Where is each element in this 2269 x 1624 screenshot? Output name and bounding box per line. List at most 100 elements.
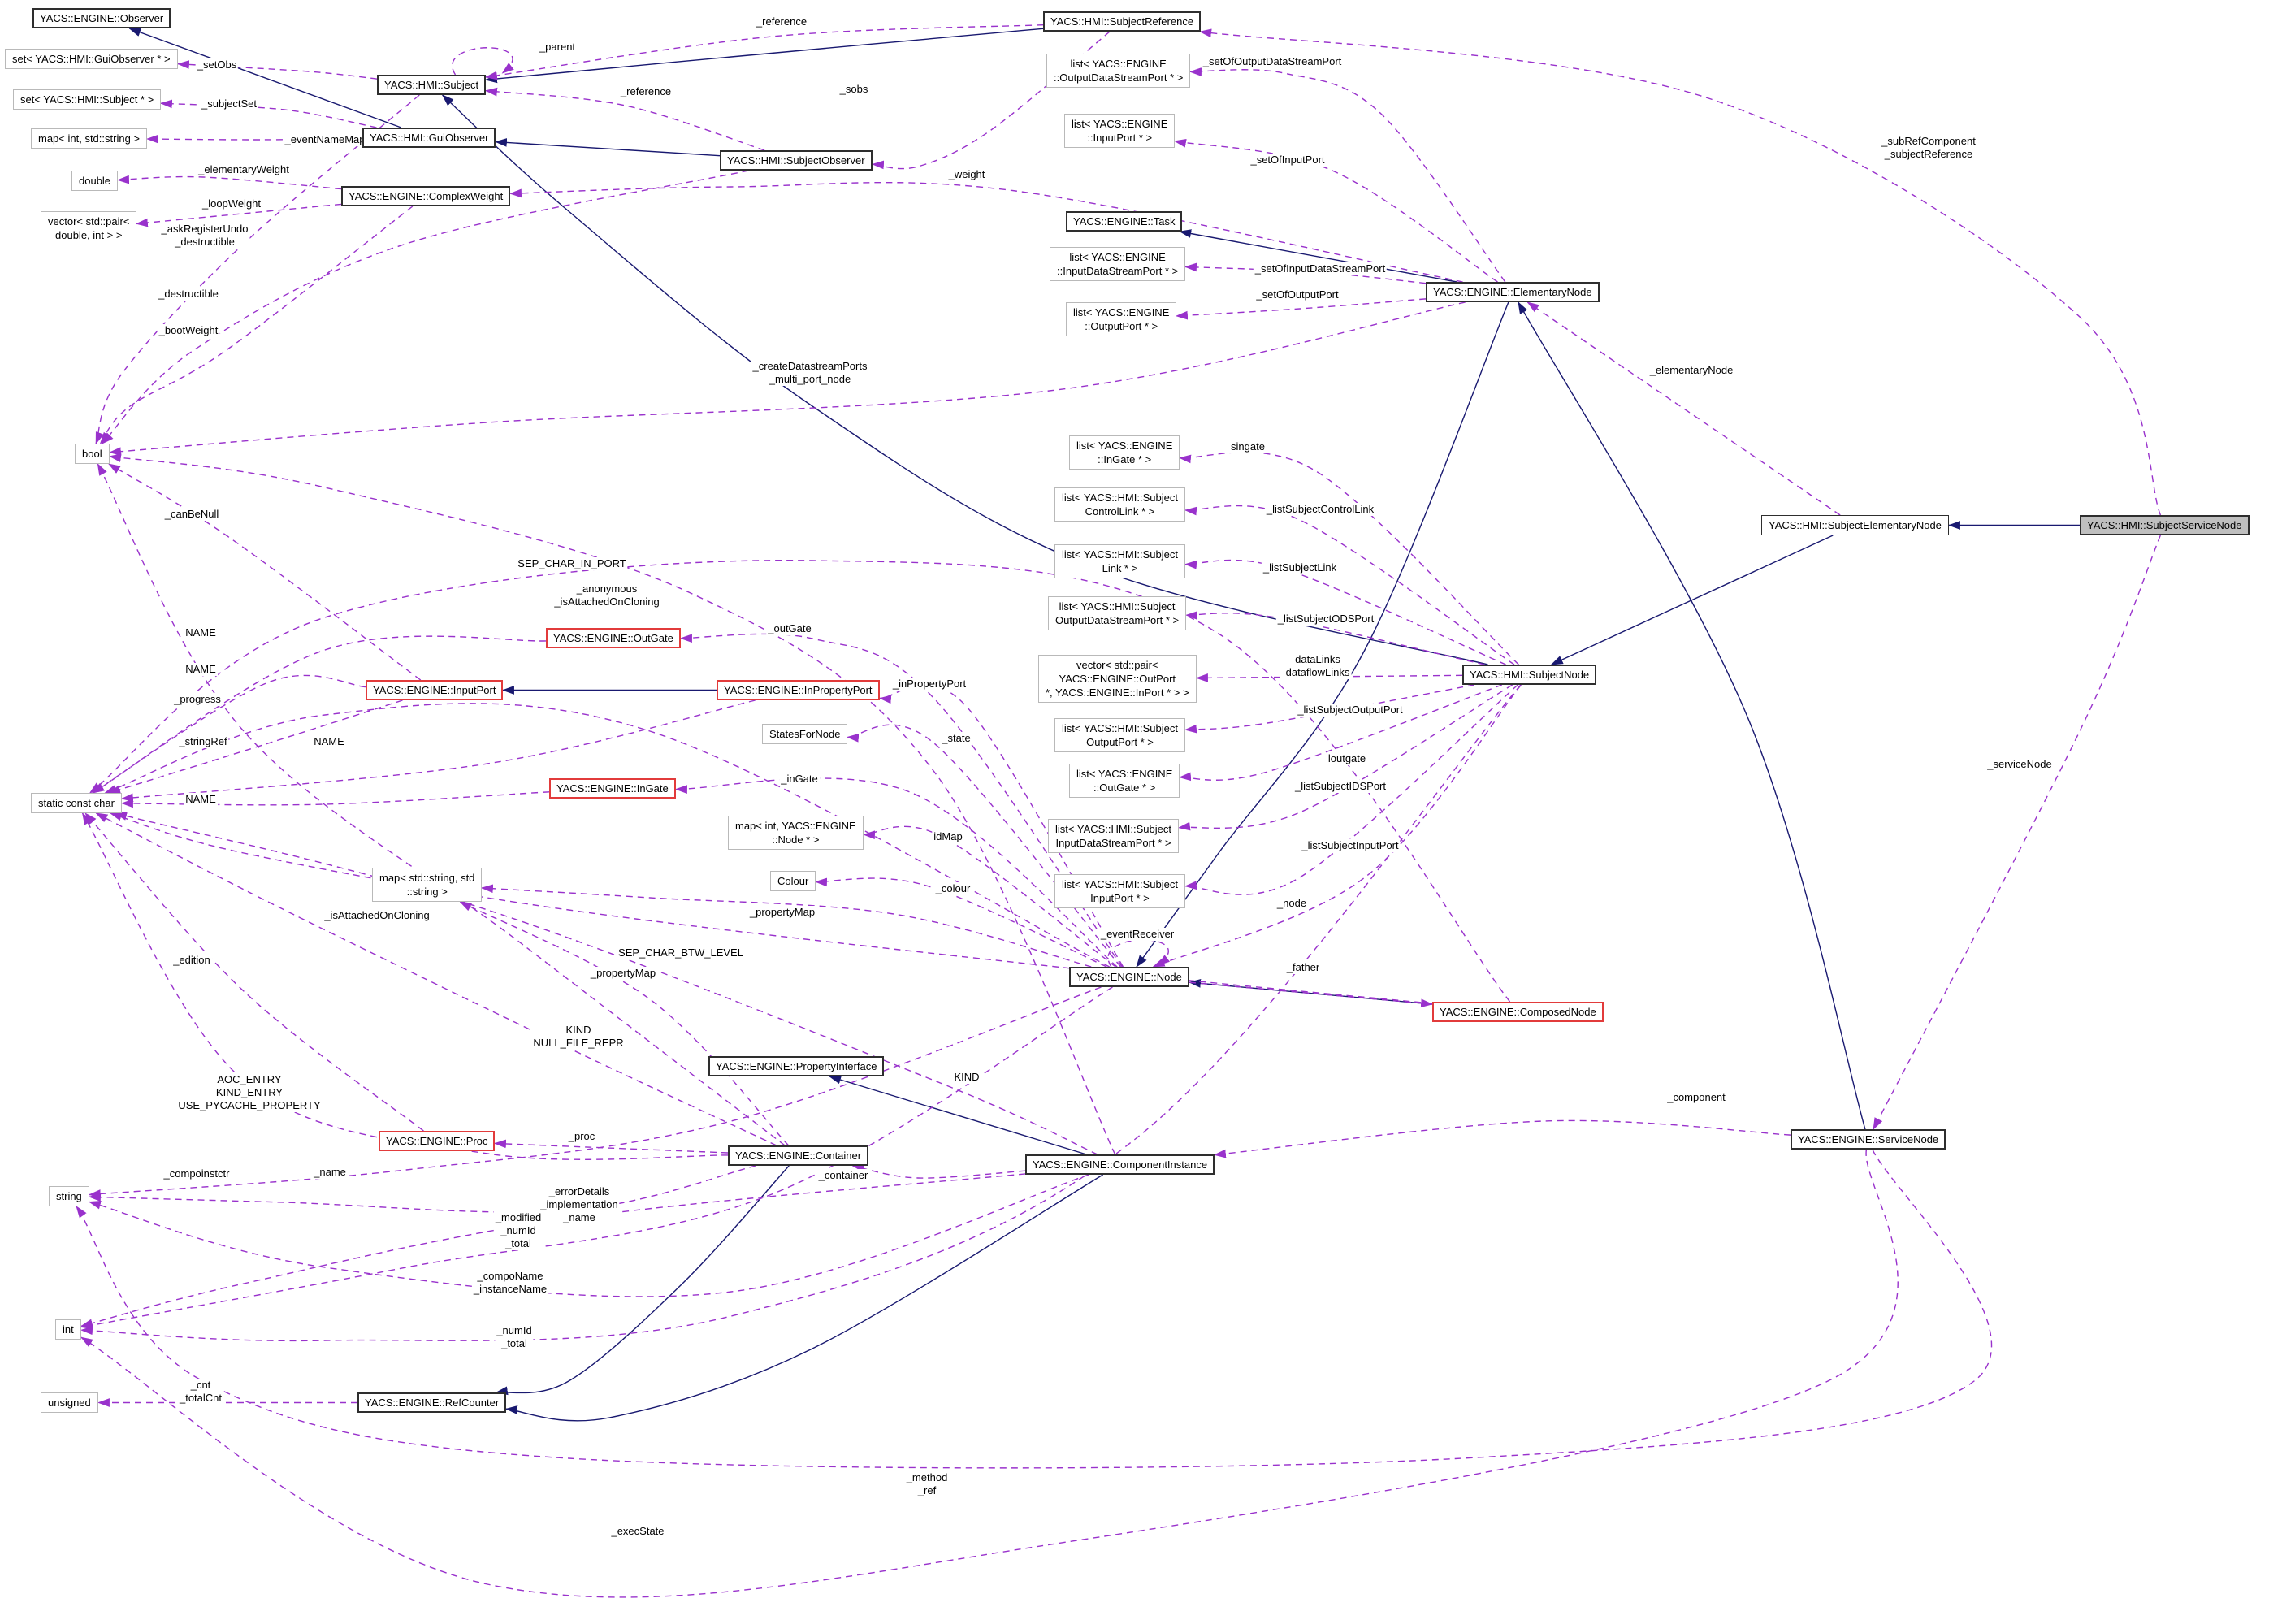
class-box-double[interactable]: double [71,171,119,191]
class-box-l_inport[interactable]: list< YACS::ENGINE ::InputPort * > [1064,114,1176,148]
usage-edge-snode-vec_oi [1195,673,1463,682]
usage-edge-proc-scc [84,812,424,1132]
class-box-refcount[interactable]: YACS::ENGINE::RefCounter [357,1392,507,1413]
class-box-guiobs[interactable]: YACS::HMI::GuiObserver [362,128,496,148]
class-box-node[interactable]: YACS::ENGINE::Node [1069,967,1189,987]
class-box-observer[interactable]: YACS::ENGINE::Observer [32,8,171,28]
usage-edge-cweight-vec_pair [135,203,342,227]
class-box-servnode[interactable]: YACS::ENGINE::ServiceNode [1791,1129,1946,1150]
inheritance-edge-compinst-refcount [504,1174,1103,1422]
class-box-l_soutp[interactable]: list< YACS::HMI::Subject OutputPort * > [1054,718,1185,752]
usage-edge-servnode-int [80,1149,1899,1598]
usage-edge-subjref-subject [484,24,1044,80]
class-box-l_slink[interactable]: list< YACS::HMI::Subject Link * > [1054,544,1185,578]
class-box-task[interactable]: YACS::ENGINE::Task [1066,211,1183,232]
class-box-int[interactable]: int [55,1319,81,1340]
class-box-map_ss[interactable]: map< std::string, std ::string > [372,868,483,902]
inheritance-edge-servnode-enode [1518,301,1866,1130]
class-box-vec_oi[interactable]: vector< std::pair< YACS::ENGINE::OutPort… [1038,655,1197,703]
usage-edge-container-string [88,1165,756,1213]
usage-edge-container-map_ss [459,901,790,1146]
class-box-string[interactable]: string [49,1186,89,1206]
usage-edge-enode-l_outport [1175,298,1427,320]
inheritance-edge-senode-snode [1550,535,1834,665]
class-box-subject[interactable]: YACS::HMI::Subject [377,75,487,95]
usage-edge-inputport-bool [108,463,422,681]
class-box-scc[interactable]: static const char [31,793,122,813]
class-box-l_outgate[interactable]: list< YACS::ENGINE ::OutGate * > [1069,764,1180,798]
usage-edge-enode-l_odsp [1189,67,1506,283]
usage-edge-compnode-scc [89,560,1511,1003]
usage-edge-compinst-string [88,1174,1089,1297]
class-box-set_subj[interactable]: set< YACS::HMI::Subject * > [13,89,162,110]
class-box-proc[interactable]: YACS::ENGINE::Proc [379,1131,496,1151]
class-box-ssnode[interactable]: YACS::HMI::SubjectServiceNode [2080,515,2250,535]
class-box-map_in[interactable]: map< int, YACS::ENGINE ::Node * > [728,816,864,850]
usage-edge-outgate-scc [92,635,547,794]
inheritance-edge-subjref-subject [484,28,1044,84]
usage-edge-inputport-scc [91,674,366,794]
class-box-subjobs[interactable]: YACS::HMI::SubjectObserver [720,150,873,171]
class-box-compinst[interactable]: YACS::ENGINE::ComponentInstance [1025,1154,1215,1175]
usage-edge-container-bool [97,463,786,1146]
usage-edge-snode-l_ingate [1178,451,1519,665]
usage-edge-compinst-scc [115,812,1098,1155]
usage-edge-snode-node [1152,684,1522,968]
inheritance-edge-snode-subject [441,94,1488,665]
class-box-container[interactable]: YACS::ENGINE::Container [728,1145,869,1166]
class-box-ingate[interactable]: YACS::ENGINE::InGate [549,778,676,799]
class-box-enode[interactable]: YACS::ENGINE::ElementaryNode [1426,282,1600,302]
class-box-l_sctl[interactable]: list< YACS::HMI::Subject ControlLink * > [1054,487,1185,522]
usage-edge-enode-l_idsp [1184,262,1427,284]
usage-edge-snode-l_sctl [1184,505,1515,665]
usage-edge-guiobs-map_int_string [145,134,363,144]
inheritance-edge-compnode-node [1188,979,1433,1005]
class-box-unsigned[interactable]: unsigned [41,1392,98,1413]
class-box-l_odsp[interactable]: list< YACS::ENGINE ::OutputDataStreamPor… [1046,54,1191,88]
usage-edge-cweight-double [116,175,342,190]
class-box-vec_pair[interactable]: vector< std::pair< double, int > > [41,211,137,245]
inheritance-edge-compinst-propint [829,1075,1087,1155]
class-box-propint[interactable]: YACS::ENGINE::PropertyInterface [708,1056,885,1076]
class-box-l_ingate[interactable]: list< YACS::ENGINE ::InGate * > [1069,435,1180,470]
usage-edge-snode-l_sinp [1184,684,1518,895]
usage-edge-subject-bool [95,94,420,445]
usage-edge-node-int [80,986,1113,1330]
usage-edge-subjobs-subject [484,87,765,151]
class-box-outgate[interactable]: YACS::ENGINE::OutGate [546,628,681,648]
class-box-senode[interactable]: YACS::HMI::SubjectElementaryNode [1761,515,1949,535]
class-box-cweight[interactable]: YACS::ENGINE::ComplexWeight [341,186,511,206]
inheritance-edge-enode-node [1136,301,1509,968]
usage-edge-ssnode-servnode [1873,535,2161,1130]
usage-edge-snode-l_outgate [1178,684,1503,782]
class-box-colour[interactable]: Colour [770,871,816,891]
class-box-bool[interactable]: bool [75,444,110,464]
usage-edge-subject-self [452,47,514,76]
class-box-l_sidsp[interactable]: list< YACS::HMI::Subject InputDataStream… [1048,819,1179,853]
class-box-set_guiobs[interactable]: set< YACS::HMI::GuiObserver * > [5,49,178,69]
class-box-l_sinp[interactable]: list< YACS::HMI::Subject InputPort * > [1054,874,1185,908]
class-box-subjref[interactable]: YACS::HMI::SubjectReference [1043,11,1202,32]
class-box-l_sodsp[interactable]: list< YACS::HMI::Subject OutputDataStrea… [1048,596,1187,630]
class-box-l_idsp[interactable]: list< YACS::ENGINE ::InputDataStreamPort… [1050,247,1186,281]
usage-edge-enode-l_inport [1173,139,1498,283]
usage-edge-node-ingate [674,777,1118,968]
class-box-inpp[interactable]: YACS::ENGINE::InPropertyPort [717,680,880,700]
class-box-sfn[interactable]: StatesForNode [762,724,848,744]
usage-edge-inputport-scc [108,699,403,794]
class-box-l_outport[interactable]: list< YACS::ENGINE ::OutputPort * > [1066,302,1177,336]
usage-edge-guiobs-set_subj [159,99,377,128]
inheritance-edge-guiobs-observer [128,28,401,128]
usage-edge-compinst-container [851,1163,1026,1179]
class-box-map_int_string[interactable]: map< int, std::string > [31,128,148,149]
usage-edge-servnode-compinst [1213,1119,1791,1158]
class-box-snode[interactable]: YACS::HMI::SubjectNode [1462,665,1597,685]
usage-edge-node-sfn [846,724,1122,968]
usage-edge-node-outgate [679,633,1123,968]
usage-edge-subject-set_guiobs [176,60,378,80]
class-box-compnode[interactable]: YACS::ENGINE::ComposedNode [1432,1002,1604,1022]
class-box-inputport[interactable]: YACS::ENGINE::InputPort [366,680,504,700]
usage-edge-servnode-string [76,1149,1993,1469]
usage-edge-node-inpp [878,684,1124,968]
